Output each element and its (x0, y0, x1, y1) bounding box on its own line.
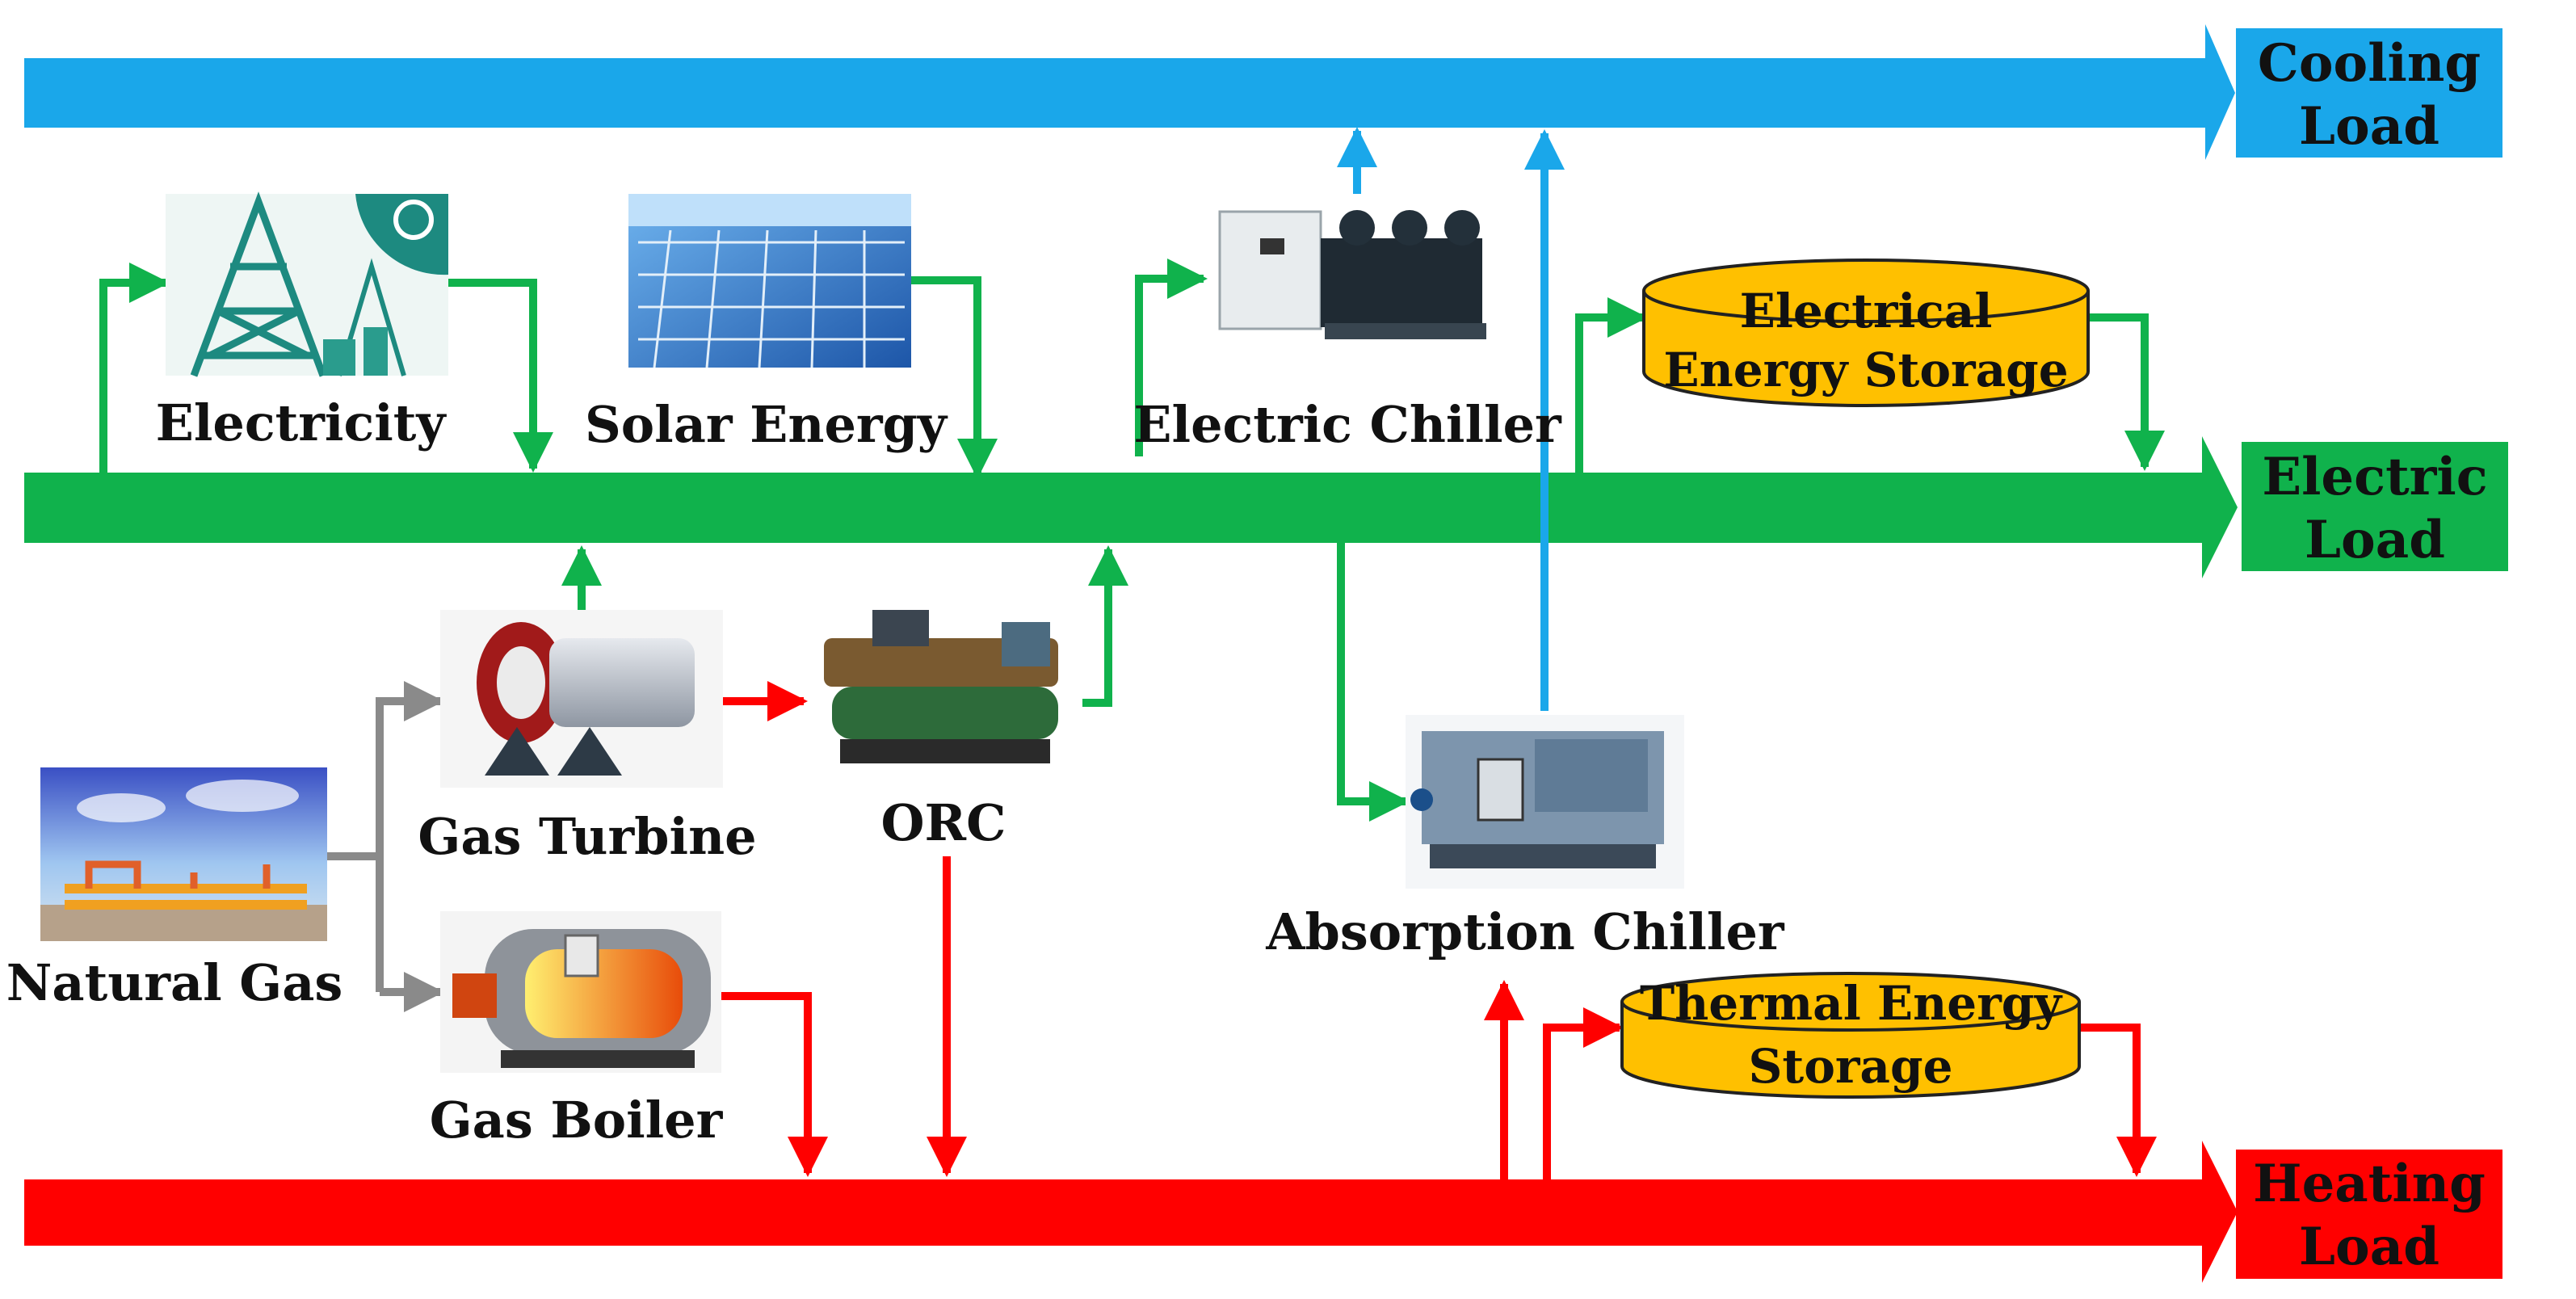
power-tower-icon (166, 191, 448, 377)
electric-chiller-label: Electric Chiller (1133, 395, 1562, 454)
electrical-storage-line1: Electrical (1740, 284, 1993, 338)
electric-chiller-icon (1218, 210, 1486, 339)
heating-to-thermal-storage-connector (1543, 1007, 1624, 1179)
gas-turbine-icon (440, 610, 723, 788)
electrical-storage-to-bus-connector (2088, 313, 2165, 471)
bus-to-electric-chiller-connector (1135, 259, 1208, 456)
gas-boiler-icon (440, 911, 721, 1073)
electricity-to-bus-connector (448, 279, 553, 473)
cooling-bus-arrow (24, 24, 2235, 160)
solar-to-bus-connector (911, 276, 998, 479)
electric-bus-arrow (24, 436, 2238, 578)
electric-load-box: Electric Load (2242, 442, 2508, 571)
electric-load-line1: Electric (2262, 447, 2487, 507)
natural-gas-to-turbine-connector (376, 681, 444, 856)
orc-label: ORC (881, 793, 1006, 852)
thermal-storage-to-heating-connector (2080, 1024, 2157, 1177)
solar-energy-label: Solar Energy (585, 395, 948, 454)
electricity-label: Electricity (156, 393, 448, 452)
bus-to-electrical-storage-connector (1575, 297, 1648, 473)
cooling-load-box: Cooling Load (2236, 28, 2502, 158)
heating-bus-arrow (24, 1141, 2238, 1283)
orc-to-bus-connector (1082, 545, 1128, 707)
thermal-energy-storage: Thermal Energy Storage (1620, 972, 2081, 1099)
gas-turbine-label: Gas Turbine (418, 807, 756, 866)
thermal-storage-line1: Thermal Energy (1640, 976, 2063, 1031)
electrical-energy-storage: Electrical Energy Storage (1642, 259, 2090, 407)
gas-boiler-label: Gas Boiler (430, 1091, 724, 1150)
heating-load-line2: Load (2299, 1217, 2439, 1277)
cooling-load-line1: Cooling (2258, 33, 2481, 94)
heating-load-box: Heating Load (2236, 1150, 2502, 1279)
absorption-chiller-label: Absorption Chiller (1265, 902, 1784, 961)
bus-to-absorption-chiller-connector (1337, 543, 1410, 822)
heating-load-line1: Heating (2253, 1154, 2486, 1214)
natural-gas-label: Natural Gas (6, 953, 343, 1012)
cooling-load-line2: Load (2299, 96, 2439, 157)
orc-unit-icon (824, 610, 1058, 763)
electric-load-line2: Load (2305, 510, 2445, 570)
gas-boiler-to-heating-connector (721, 992, 828, 1177)
grid-to-electricity-connector (99, 263, 170, 473)
absorption-chiller-icon (1406, 715, 1684, 889)
electrical-storage-line2: Energy Storage (1663, 343, 2068, 397)
gas-pipeline-icon (40, 767, 327, 941)
solar-panel-icon (628, 194, 911, 368)
thermal-storage-line2: Storage (1749, 1039, 1953, 1094)
